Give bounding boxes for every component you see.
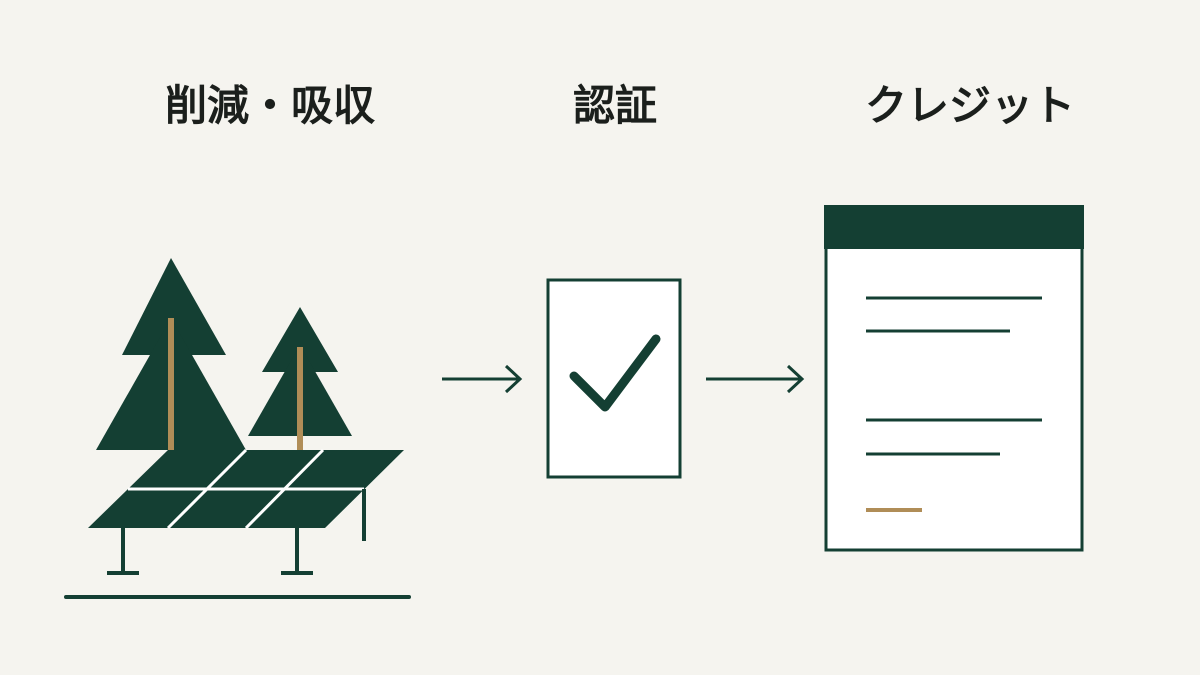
credit-certificate-icon [824, 205, 1084, 552]
arrow-reduction-to-verification [442, 364, 523, 394]
solar-panel-icon [88, 448, 404, 575]
stage-label-credit: クレジット [864, 81, 1075, 130]
stage-label-reduction: 削減・吸収 [164, 81, 375, 130]
checkmark-icon [569, 334, 661, 412]
checkmark-document-icon [546, 278, 682, 479]
stage-label-verification: 認証 [572, 81, 657, 130]
tree-icon-small [248, 307, 352, 450]
reduction-illustration [64, 258, 411, 599]
certificate-header-bar [824, 205, 1084, 249]
arrow-verification-to-credit [706, 364, 805, 394]
tree-icon [96, 258, 246, 450]
